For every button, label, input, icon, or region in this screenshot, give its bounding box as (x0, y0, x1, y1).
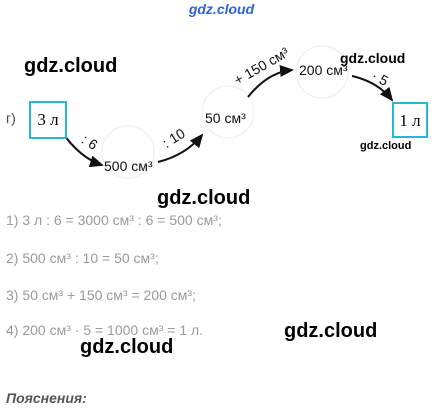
solution-step-4: 4) 200 см³ · 5 = 1000 см³ = 1 л. (6, 322, 204, 338)
node-500-cm3: 500 см³ (104, 158, 153, 174)
solution-step-3: 3) 50 см³ + 150 см³ = 200 см³; (6, 287, 196, 303)
start-value-box: 3 л (29, 101, 67, 139)
faint-circle (295, 45, 349, 99)
watermark: gdz.cloud (24, 55, 118, 77)
explanation-label: Пояснения: (6, 390, 87, 406)
watermark: gdz.cloud (360, 140, 412, 152)
row-label: г) (6, 110, 16, 126)
arrow-4 (351, 75, 394, 102)
watermark: gdz.cloud (284, 320, 378, 342)
site-header: gdz.cloud (188, 1, 255, 17)
arrow-3 (247, 65, 294, 98)
watermark: gdz.cloud (157, 187, 251, 209)
faint-circle (101, 125, 155, 179)
solution-step-1: 1) 3 л : 6 = 3000 см³ : 6 = 500 см³; (6, 212, 222, 228)
arrow-2 (157, 133, 204, 163)
watermark: gdz.cloud (340, 50, 406, 66)
node-50-cm3: 50 см³ (205, 110, 246, 126)
solution-step-2: 2) 500 см³ : 10 = 50 см³; (6, 250, 159, 266)
faint-circle (201, 85, 255, 139)
node-200-cm3: 200 см³ (299, 62, 348, 78)
watermark: gdz.cloud (80, 336, 174, 358)
end-value-box: 1 л (392, 102, 428, 138)
